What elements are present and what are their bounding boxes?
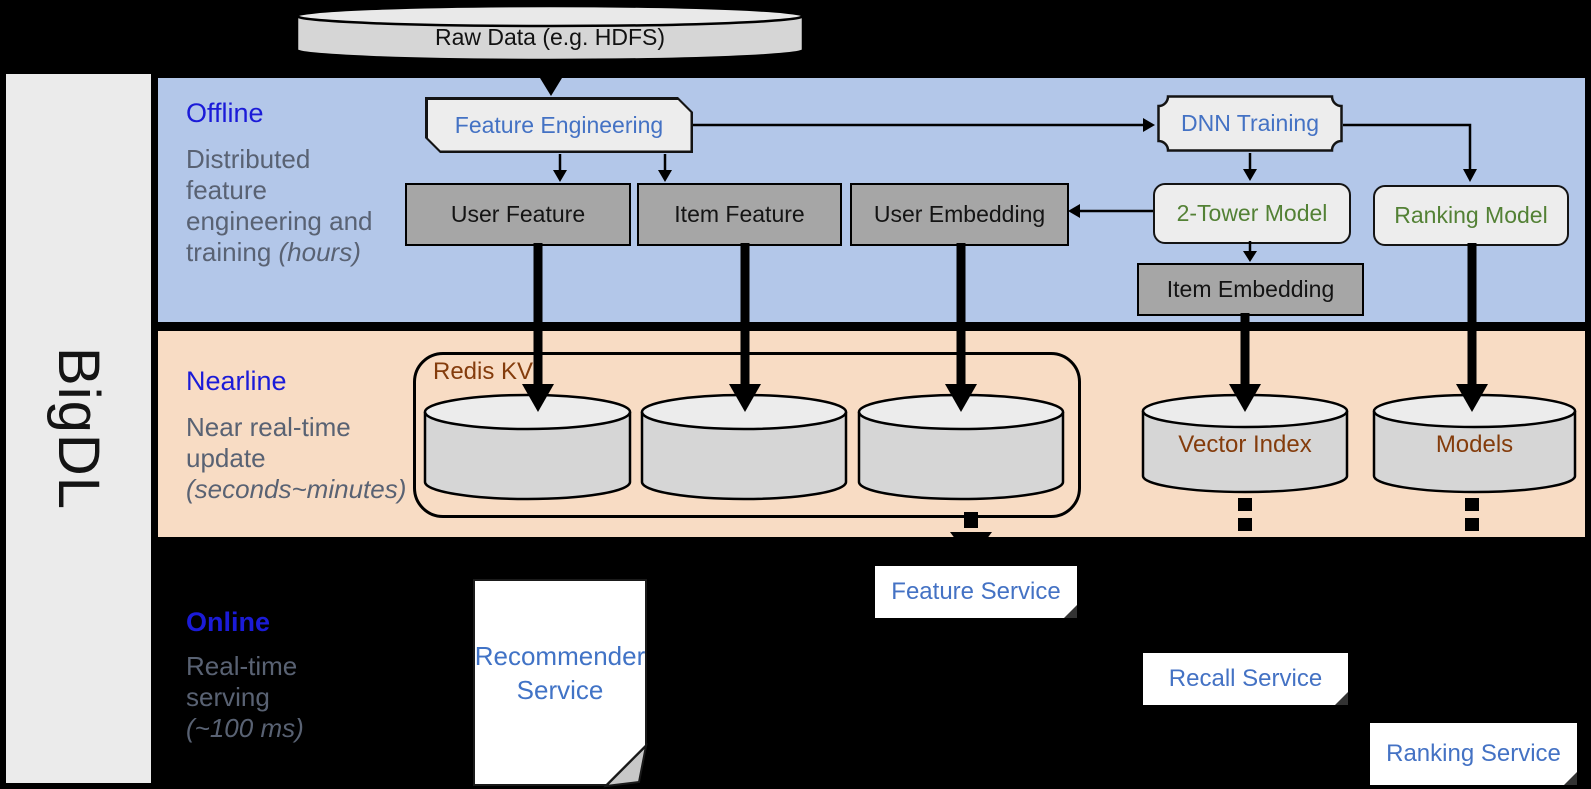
ranking-model-node: Ranking Model bbox=[1373, 185, 1569, 246]
models-store: Models bbox=[1372, 393, 1577, 494]
raw-data-label: Raw Data (e.g. HDFS) bbox=[434, 24, 666, 50]
feature-service-node: Feature Service bbox=[875, 566, 1077, 618]
user-feature-node: User Feature bbox=[405, 183, 631, 246]
nearline-title: Nearline bbox=[186, 366, 287, 396]
feature-engineering-node: Feature Engineering bbox=[425, 97, 693, 153]
dnn-training-node: DNN Training bbox=[1157, 95, 1343, 152]
recommender-service-node: Recommender Service bbox=[473, 579, 647, 786]
user-embedding-label: User Embedding bbox=[873, 201, 1046, 227]
two-tower-model-label: 2-Tower Model bbox=[1176, 200, 1328, 226]
item-feature-node: Item Feature bbox=[637, 183, 842, 246]
item-embedding-label: Item Embedding bbox=[1166, 276, 1335, 302]
item-embedding-node: Item Embedding bbox=[1137, 263, 1364, 316]
recall-service-label: Recall Service bbox=[1168, 665, 1323, 692]
two-tower-model-node: 2-Tower Model bbox=[1153, 183, 1351, 244]
redis-kv-label: Redis KV bbox=[433, 358, 534, 385]
user-embedding-node: User Embedding bbox=[850, 183, 1069, 246]
redis-cylinder-2 bbox=[640, 393, 848, 501]
vector-index-store: Vector Index bbox=[1141, 393, 1349, 494]
dnn-training-label: DNN Training bbox=[1180, 110, 1320, 136]
models-label: Models bbox=[1435, 431, 1514, 458]
online-title: Online bbox=[186, 607, 271, 637]
ranking-service-label: Ranking Service bbox=[1386, 740, 1561, 767]
item-feature-label: Item Feature bbox=[674, 201, 805, 227]
feature-service-label: Feature Service bbox=[891, 578, 1061, 605]
online-description: Real-time serving (~100 ms) bbox=[186, 651, 304, 743]
recall-service-node: Recall Service bbox=[1143, 653, 1348, 705]
offline-description: Distributed feature engineering and trai… bbox=[186, 144, 373, 267]
ranking-service-node: Ranking Service bbox=[1370, 723, 1577, 785]
redis-cylinder-1 bbox=[423, 393, 632, 501]
user-feature-label: User Feature bbox=[450, 201, 586, 227]
vector-index-label: Vector Index bbox=[1178, 431, 1312, 458]
offline-title: Offline bbox=[186, 98, 264, 128]
recommender-service-label: Recommender Service bbox=[474, 640, 646, 705]
ranking-model-label: Ranking Model bbox=[1394, 202, 1548, 228]
feature-engineering-label: Feature Engineering bbox=[454, 111, 664, 138]
bigdl-sidebar: BigDL bbox=[6, 74, 151, 783]
raw-data-store: Raw Data (e.g. HDFS) bbox=[295, 4, 805, 62]
redis-cylinder-3 bbox=[857, 393, 1065, 501]
bigdl-brand-label: BigDL bbox=[46, 347, 112, 510]
nearline-description: Near real-time update (seconds~minutes) bbox=[186, 412, 407, 504]
